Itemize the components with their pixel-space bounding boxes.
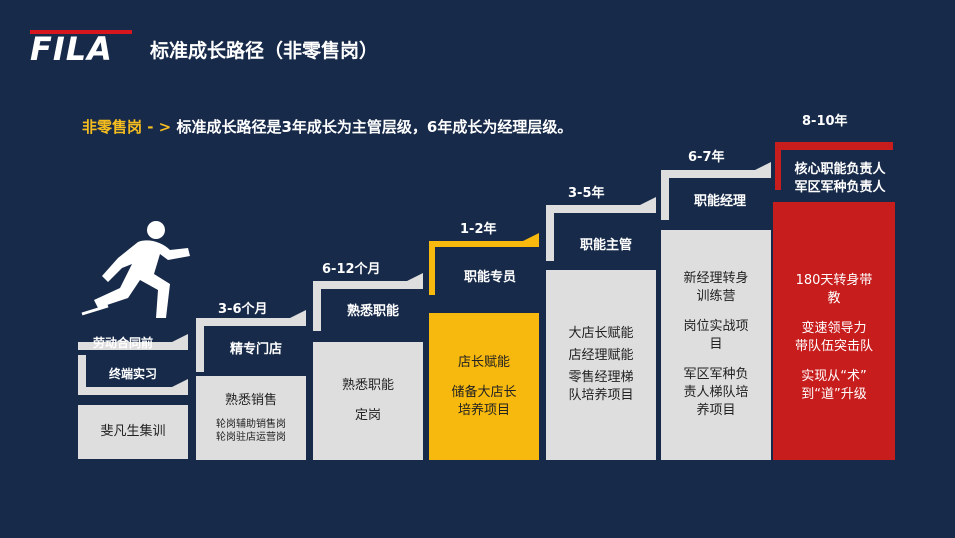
step7-label: 核心职能负责人 [794, 162, 886, 177]
step6-box-line: 训练营 [696, 289, 736, 304]
step1-label: 劳动合同前 [92, 336, 153, 350]
fila-logo: FILA [30, 30, 132, 66]
step3-box-line: 定岗 [354, 408, 381, 423]
step7-box: 180天转身带 教 变速领导力 带队伍突击队 实现从“术” 到“道”升级 [773, 202, 895, 460]
step5-box-line: 队培养项目 [568, 388, 634, 403]
subtitle-highlight: 非零售岗 - > [82, 118, 172, 136]
step7-box-line: 变速领导力 [801, 321, 867, 336]
step4-box-line: 储备大店长 [451, 384, 517, 400]
step7-box-line: 到“道”升级 [801, 387, 867, 402]
step2-box-small: 轮岗辅助销售岗 [216, 419, 286, 430]
step2-label: 精专门店 [229, 342, 282, 357]
step6-box: 新经理转身 训练营 岗位实战项 目 军区军种负 责人梯队培 养项目 [661, 230, 771, 460]
step6-box-line: 养项目 [696, 403, 736, 418]
step7-box-line: 教 [827, 291, 841, 306]
logo-text: FILA [30, 30, 113, 68]
step5-box-line: 零售经理梯 [568, 370, 634, 385]
step4-box: 店长赋能 储备大店长 培养项目 [429, 313, 539, 460]
step4-label: 职能专员 [463, 270, 516, 285]
step6-box-line: 责人梯队培 [683, 385, 749, 400]
logo-red-bar [30, 30, 132, 34]
subtitle-text: 标准成长路径是3年成长为主管层级，6年成长为经理层级。 [176, 118, 573, 136]
step5-box-line: 大店长赋能 [568, 326, 634, 341]
step3-box-line: 熟悉职能 [341, 378, 394, 393]
step1-box: 斐凡生集训 [78, 405, 188, 459]
step6-years: 6-7年 [688, 150, 725, 165]
step6-box-line: 目 [709, 337, 723, 352]
subtitle: 非零售岗 - > 标准成长路径是3年成长为主管层级，6年成长为经理层级。 [82, 116, 572, 137]
step6-box-line: 新经理转身 [683, 271, 749, 286]
runner-icon [81, 221, 190, 318]
step4-years: 1-2年 [460, 222, 497, 237]
step6-box-line: 岗位实战项 [683, 319, 749, 334]
step7-box-line: 实现从“术” [801, 369, 867, 384]
step2-box-small: 轮岗驻店运营岗 [216, 432, 286, 443]
step2-box: 熟悉销售 轮岗辅助销售岗 轮岗驻店运营岗 [196, 376, 306, 460]
step5-box-line: 店经理赋能 [568, 348, 634, 363]
step3-label: 熟悉职能 [346, 304, 399, 319]
step5-years: 3-5年 [568, 186, 605, 201]
step4-box-line: 培养项目 [457, 402, 510, 418]
step2-years: 3-6个月 [218, 302, 268, 317]
step7-years: 8-10年 [802, 114, 848, 129]
step7-box-line: 180天转身带 [795, 273, 873, 288]
step7-box-line: 带队伍突击队 [794, 339, 873, 354]
step4-box-line: 店长赋能 [457, 354, 510, 370]
step5-box: 大店长赋能 店经理赋能 零售经理梯 队培养项目 [546, 270, 656, 460]
step6-label: 职能经理 [693, 194, 746, 209]
step7-label2: 军区军种负责人 [794, 180, 886, 195]
step1-box-line: 斐凡生集训 [100, 424, 166, 439]
step6-box-line: 军区军种负 [683, 367, 749, 382]
step3-years: 6-12个月 [322, 262, 381, 277]
step3-box: 熟悉职能 定岗 [313, 342, 423, 460]
page-title: 标准成长路径（非零售岗） [150, 40, 379, 62]
step1-sublabel: 终端实习 [108, 367, 157, 381]
step2-box-line: 熟悉销售 [224, 393, 277, 408]
step5-label: 职能主管 [579, 238, 632, 253]
